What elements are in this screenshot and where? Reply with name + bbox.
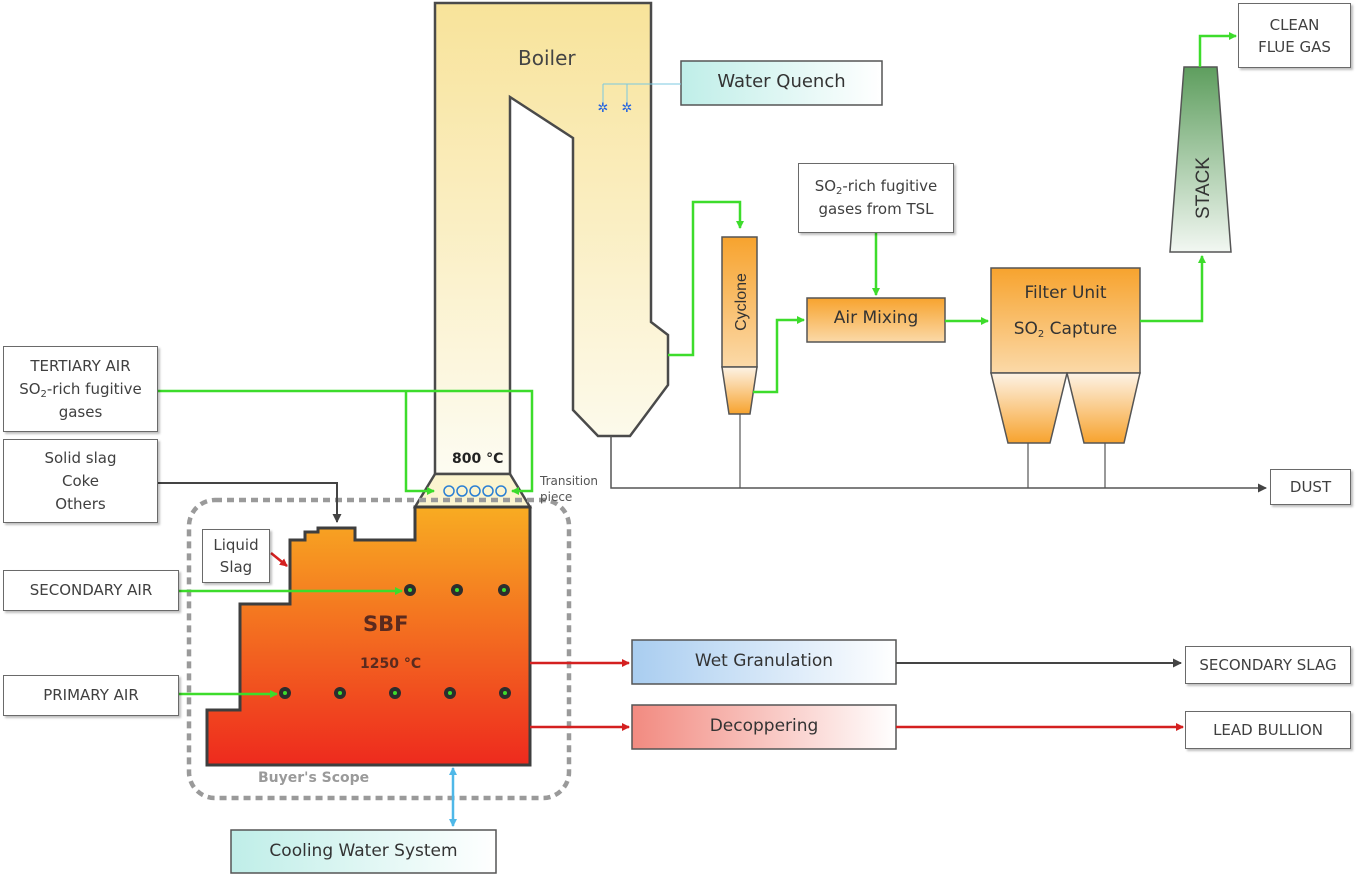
- sbf-furnace: [205, 505, 532, 767]
- cooling-water-box: [230, 829, 497, 874]
- boiler-shell: [433, 1, 670, 476]
- buyers-scope-outline: [186, 497, 572, 801]
- stack-label: STACK: [1193, 157, 1214, 219]
- cooling-water-label: Cooling Water System: [269, 841, 458, 861]
- water-quench-label: Water Quench: [717, 71, 846, 92]
- wet-granulation-label: Wet Granulation: [694, 651, 834, 671]
- buyers-scope-label: Buyer's Scope: [258, 770, 370, 786]
- dust-flow-lines: [610, 414, 1267, 493]
- boiler-label: Boiler: [518, 46, 576, 70]
- spray-nozzle-icon: ✲: [622, 101, 633, 116]
- air-mixing-label: Air Mixing: [833, 308, 919, 328]
- primary-air-box: PRIMARY AIR: [3, 675, 179, 716]
- liquid-slag-box: Liquid Slag: [202, 529, 270, 583]
- secondary-slag-box: SECONDARY SLAG: [1185, 646, 1351, 684]
- filter-hopper-left: [990, 372, 1068, 444]
- gas-flow-lines: [158, 32, 1237, 698]
- sbf-label: SBF: [363, 612, 409, 636]
- stack: [1169, 66, 1232, 253]
- decoppering-label: Decoppering: [709, 716, 819, 736]
- water-quench-box: [680, 60, 883, 106]
- lead-bullion-box: LEAD BULLION: [1185, 711, 1351, 749]
- clean-flue-gas-box: CLEAN FLUE GAS: [1238, 3, 1351, 68]
- transition-piece-label: Transition piece: [540, 474, 599, 504]
- filter-unit-label: Filter Unit SO2 Capture: [1013, 283, 1118, 340]
- air-mixing-box: [806, 297, 946, 343]
- cyclone-cone: [721, 366, 758, 415]
- sbf-temperature: 1250 °C: [360, 656, 422, 672]
- spray-nozzle-icon: ✲: [598, 101, 609, 116]
- metal-slag-flow-lines: [270, 552, 1184, 731]
- tertiary-air-box: TERTIARY AIR SO2-rich fugitive gases: [3, 346, 158, 432]
- transition-burners: [443, 485, 507, 497]
- cyclone-label: Cyclone: [733, 273, 750, 331]
- solid-feed-line: [158, 482, 342, 523]
- secondary-air-box: SECONDARY AIR: [3, 570, 179, 611]
- filter-hopper-right: [1066, 372, 1141, 444]
- solid-feed-box: Solid slag Coke Others: [3, 439, 158, 523]
- dust-box: DUST: [1270, 469, 1351, 505]
- wet-granulation-box: [631, 639, 897, 685]
- primary-tuyeres: [279, 687, 511, 699]
- tsl-gases-box: SO2-rich fugitive gases from TSL: [798, 163, 954, 233]
- secondary-tuyeres: [404, 584, 510, 596]
- boiler-temperature: 800 °C: [452, 451, 504, 467]
